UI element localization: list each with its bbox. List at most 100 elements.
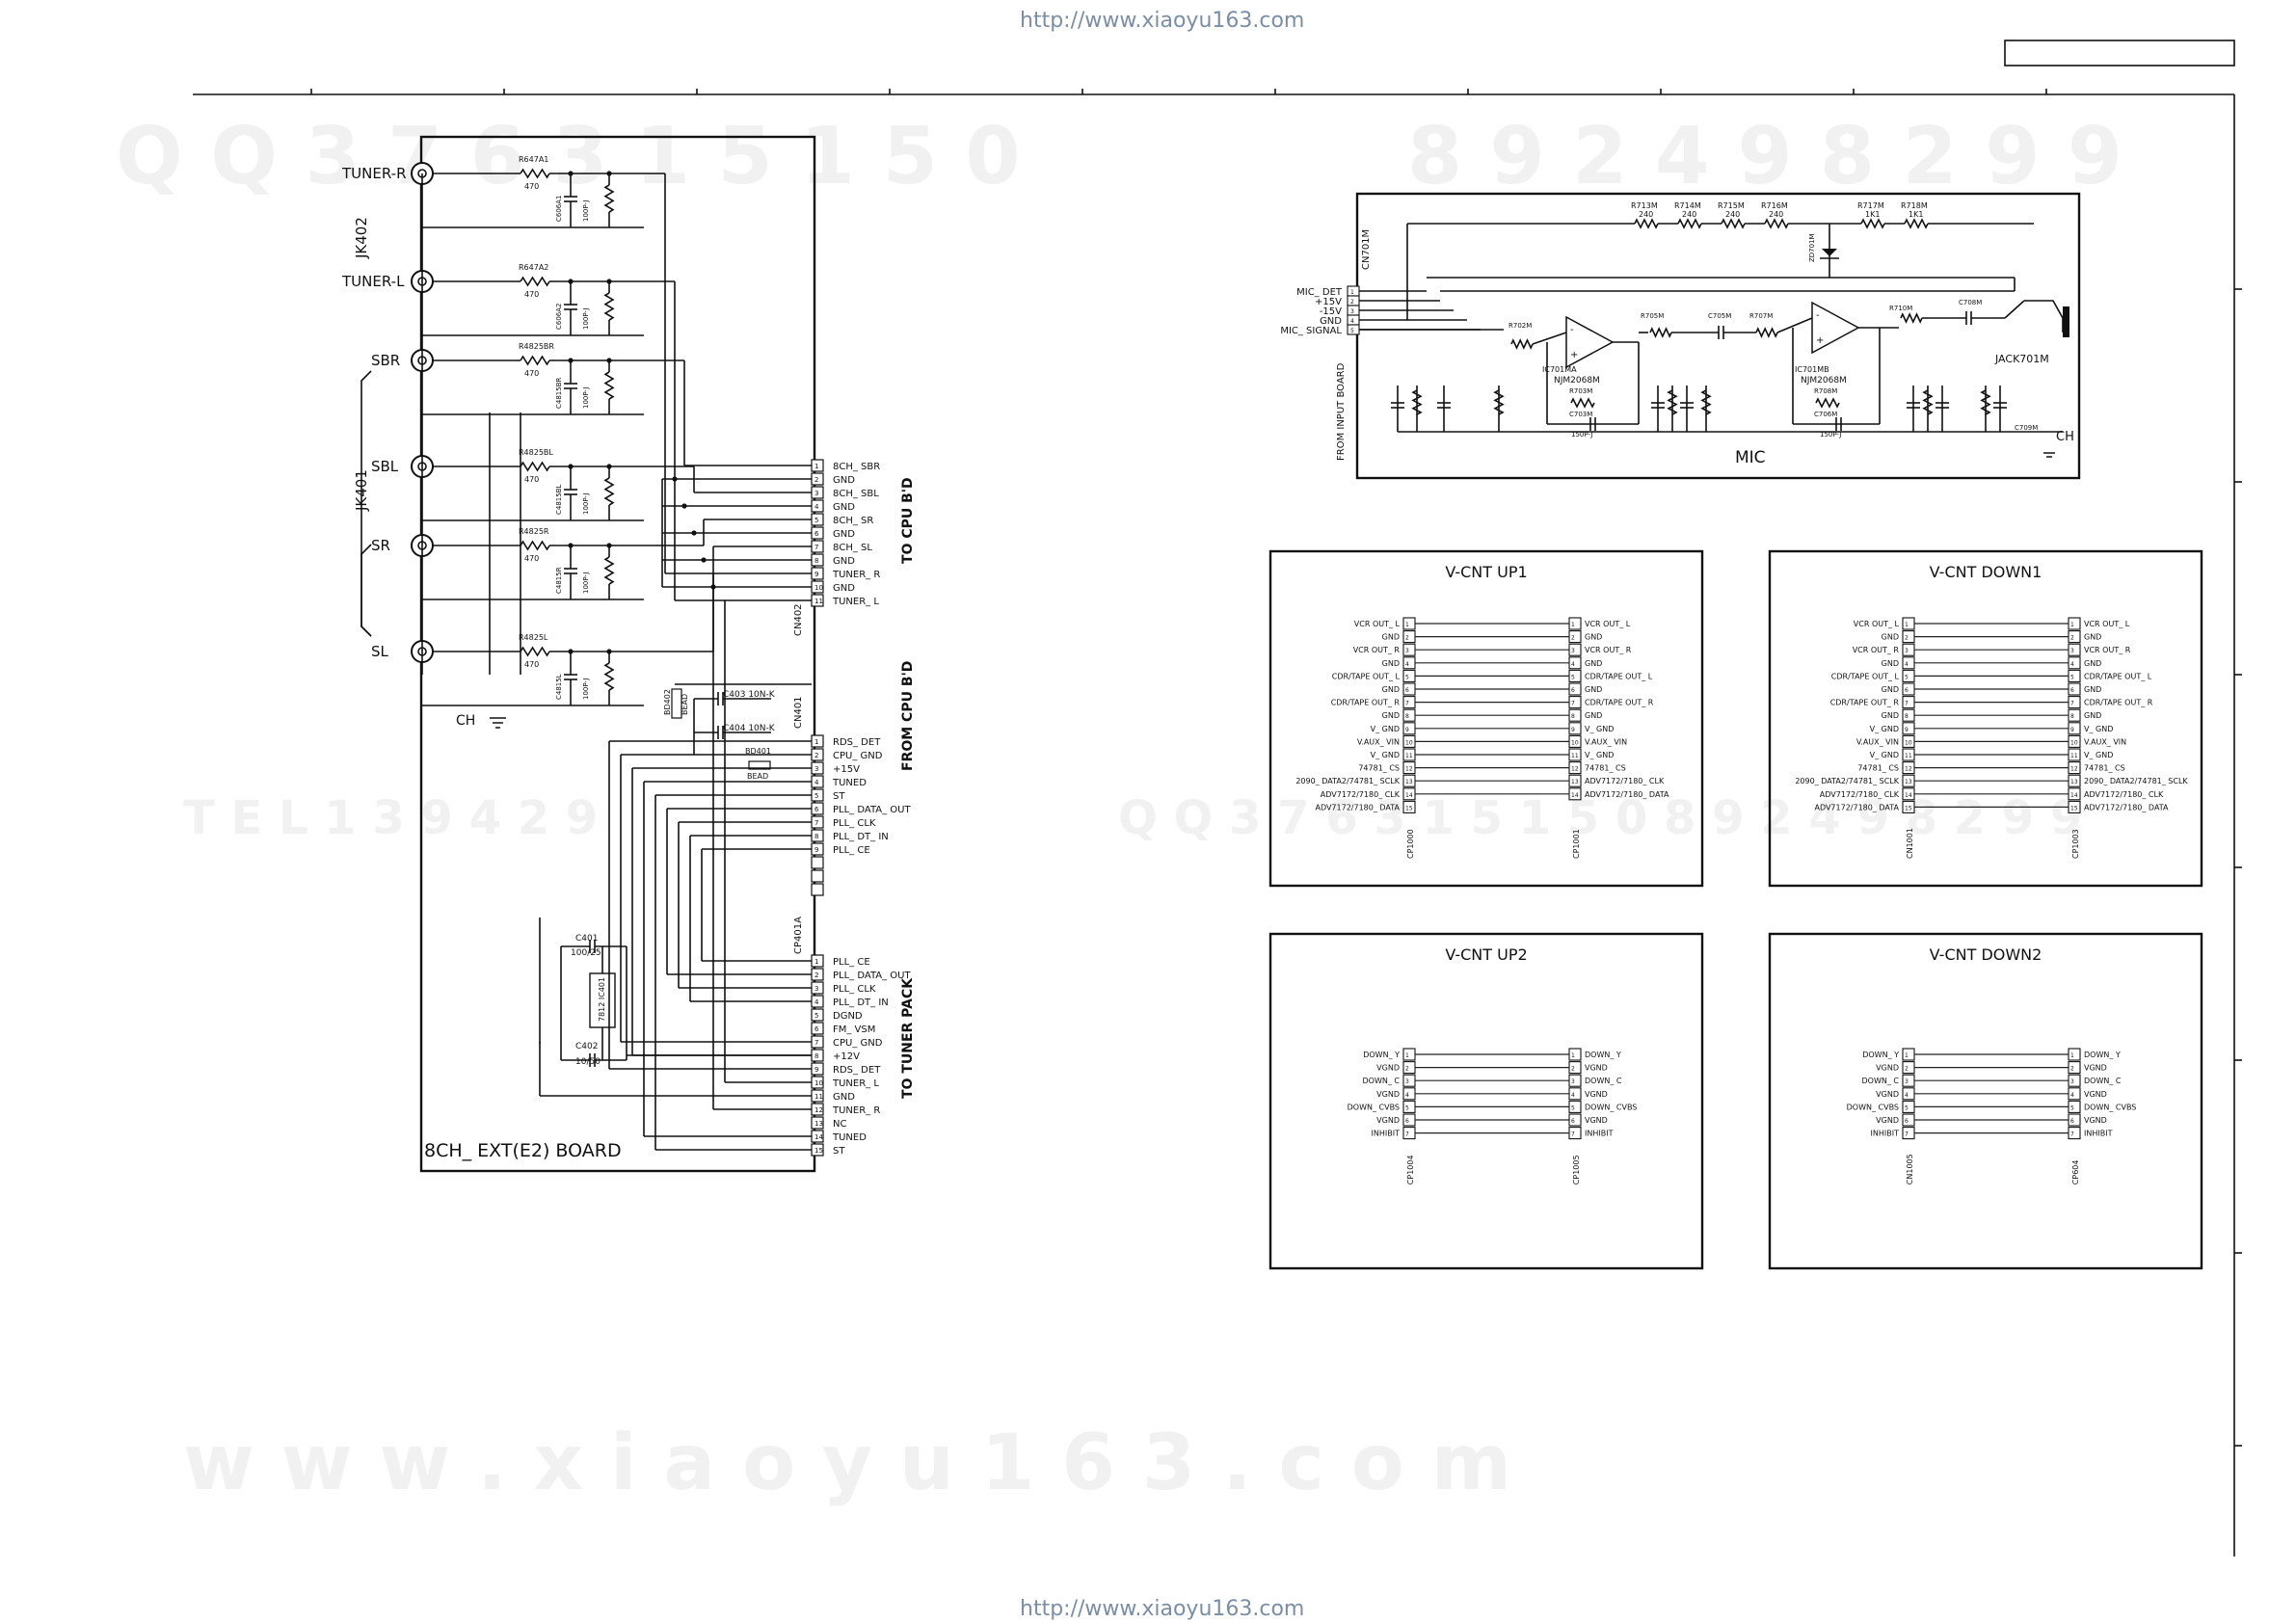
mic-resistor-ref: R714M [1674, 201, 1701, 210]
connector-pin-number: 3 [814, 490, 818, 497]
right-pin-label: GND [2084, 711, 2101, 720]
connector-pin-number: 1 [1905, 1052, 1909, 1059]
left-pin-label: INHIBIT [1372, 1130, 1401, 1138]
right-pin-label: VGND [2084, 1116, 2107, 1125]
connector-pin-number: 12 [1405, 766, 1413, 773]
mic-jack-label: JACK701M [1994, 353, 2049, 365]
connector-pin-number: 13 [814, 1120, 823, 1128]
connector-pin-number: 10 [1571, 739, 1579, 746]
connector-pin-number: 5 [814, 517, 818, 524]
mic-resistor [1649, 327, 1672, 338]
shunt-resistor [603, 662, 615, 691]
junction-dot [606, 358, 612, 363]
mic-pin-label: GND [1320, 316, 1342, 327]
mic-resistor-value: 240 [1769, 210, 1783, 219]
connector-pin-label: TUNER_ R [832, 1105, 880, 1116]
connector-pin-box [811, 513, 824, 526]
junction-dot [606, 649, 612, 654]
left-pin-label: GND [1882, 685, 1899, 694]
connector-pin-label: CPU_ GND [833, 751, 883, 761]
mic-part-label: C708M [1959, 299, 1982, 306]
connector-pin-box [811, 856, 824, 869]
shunt-resistor [603, 477, 615, 506]
vcnt-outline [1768, 549, 2203, 888]
junction-dot [568, 543, 574, 548]
mic-part-label: C706M [1814, 411, 1837, 418]
right-pin-label: GND [1585, 685, 1602, 694]
shunt-resistor [1700, 389, 1712, 415]
cap-value: 100P-J [582, 308, 590, 330]
series-resistor [520, 355, 550, 366]
right-pin-label: VGND [1585, 1064, 1608, 1073]
connector-pin-number: 1 [1571, 622, 1575, 628]
cap-value: 100P-J [582, 387, 590, 409]
connector-pin-number: 4 [814, 503, 819, 511]
connector-pin-number: 5 [1571, 1104, 1575, 1111]
connector-pin-box [811, 594, 824, 607]
connector-pin-number: 9 [1405, 727, 1409, 733]
left-pin-label: ADV7172/7180_ DATA [1315, 803, 1400, 812]
mic-title: MIC [1735, 448, 1766, 467]
mic-resistor-ref: R716M [1761, 201, 1788, 210]
connector-pin-number: 15 [814, 1147, 823, 1155]
bd401-label: BD401 [745, 747, 771, 756]
resistor-value: 470 [524, 369, 539, 378]
right-pin-label: CDR/TAPE OUT_ L [2084, 672, 2152, 680]
connector-pin-number: 6 [1905, 1118, 1909, 1125]
connector-pin-number: 8 [1571, 713, 1575, 720]
c401-value: 100/25 [571, 948, 601, 958]
connector-pin-number: 9 [814, 1066, 818, 1074]
connector-pin-label: GND [833, 502, 855, 513]
left-pin-label: GND [1382, 685, 1400, 694]
connector-pin-number: 4 [2070, 1092, 2074, 1099]
right-pin-label: GND [1585, 711, 1602, 720]
mic-resistor-value: 240 [1639, 210, 1653, 219]
cn402-destination: TO CPU B'D [900, 477, 916, 564]
vcnt-title: V-CNT DOWN1 [1930, 563, 2042, 581]
shunt-resistor [603, 556, 615, 585]
right-pin-label: V_ GND [2084, 725, 2113, 733]
connector-pin-number: 2 [1905, 635, 1909, 642]
right-pin-label: GND [2084, 633, 2101, 642]
board-outline [419, 135, 816, 1173]
connector-pin-number: 6 [2070, 1118, 2074, 1125]
left-pin-label: ADV7172/7180_ CLK [1820, 790, 1900, 799]
series-resistor [520, 168, 550, 179]
connector-pin-number: 2 [1905, 1066, 1909, 1073]
c402-value: 10/50 [575, 1057, 601, 1067]
connector-pin-number: 8 [1905, 713, 1909, 720]
connector-pin-number: 15 [1905, 805, 1912, 812]
shunt-resistor [1980, 389, 1991, 415]
connector-pin-number: 2 [2070, 1066, 2074, 1073]
connector-pin-number: 3 [1405, 1078, 1409, 1085]
connector-pin-box [811, 883, 824, 896]
bd401-bead-label: BEAD [747, 772, 768, 781]
connector-pin-number: 15 [2070, 805, 2078, 812]
connector-pin-number: 1 [2070, 622, 2074, 628]
connector-pin-number: 1 [1905, 622, 1909, 628]
right-pin-label: ADV7172/7180_ CLK [2084, 790, 2164, 799]
connector-pin-label: ST [833, 791, 845, 802]
series-resistor [520, 540, 550, 551]
right-pin-label: VGND [1585, 1116, 1608, 1125]
cn402-name: CN402 [793, 603, 804, 636]
cap-value: 100P-J [582, 678, 590, 700]
cn401-name: CN401 [793, 696, 804, 729]
connector-pin-label: TUNER_ L [832, 1078, 879, 1089]
connector-pin-label: +12V [833, 1051, 860, 1062]
connector-pin-number: 2 [814, 476, 818, 484]
vcnt-title: V-CNT UP2 [1445, 945, 1527, 964]
bottom-url[interactable]: http://www.xiaoyu163.com [1020, 1597, 1304, 1621]
connector-pin-number: 3 [2070, 1078, 2074, 1085]
top-url[interactable]: http://www.xiaoyu163.com [1020, 9, 1304, 33]
left-pin-label: GND [1882, 659, 1899, 668]
connector-pin-label: RDS_ DET [833, 737, 881, 748]
connector-pin-number: 3 [814, 985, 818, 993]
connector-pin-label: GND [833, 529, 855, 540]
series-resistor [520, 646, 550, 657]
left-pin-label: V_ GND [1371, 751, 1400, 759]
connector-pin-number: 6 [2070, 687, 2074, 694]
mic-resistor-value: 240 [1682, 210, 1696, 219]
connector-pin-number: 10 [814, 1079, 823, 1087]
